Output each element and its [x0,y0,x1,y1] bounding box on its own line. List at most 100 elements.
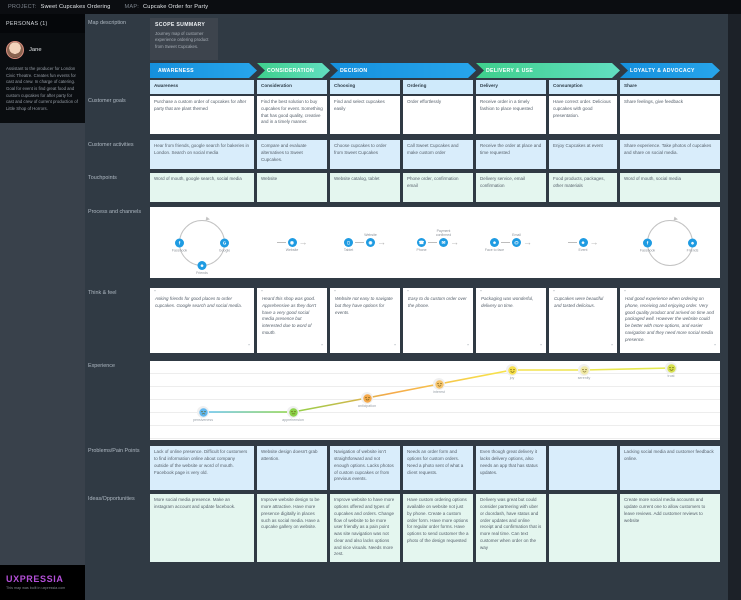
open-quote-icon: “ [480,290,482,296]
problem-card[interactable] [549,446,617,491]
email-confirmation-icon: ✉ [439,238,448,247]
open-quote-icon: “ [154,290,156,296]
problem-card[interactable]: Lack of online presence. Difficult for c… [150,446,254,491]
row-label-customer-activities: Customer activities [88,142,134,148]
emotion-point-apprehension[interactable]: apprehension [282,406,304,422]
think-feel-card[interactable]: “Asking friends for good places to order… [150,288,254,354]
think-feel-text: Asking friends for good places to order … [155,296,243,308]
channel-loop: f Facebook ☻ Friends [640,216,698,266]
problem-card[interactable]: Navigation of website isn't straightforw… [330,446,400,491]
idea-card[interactable]: Improve website design to be more attrac… [257,494,327,563]
journey-map: Map description SCOPE SUMMARY Journey ma… [85,14,728,600]
think-feel-card[interactable]: “Easy to do custom order over the phone.… [403,288,473,354]
activity-card[interactable]: Enjoy Cupcakes at event [549,140,617,169]
touchpoint-card[interactable]: Phone order, confirmation email [403,173,473,202]
process-channels-band[interactable]: f Facebook G Google ☻ Friends [150,207,720,278]
stage-header-row: AWARENESS CONSIDERATION DECISION DELIVER… [150,63,720,78]
emotion-label: interest [433,390,445,395]
substage-choosing[interactable]: Choosing [330,80,400,94]
substage-ordering[interactable]: Ordering [403,80,473,94]
activity-card[interactable]: Call Sweet Cupcakes and make custom orde… [403,140,473,169]
channel-label: Tablet [343,248,354,252]
stage-awareness[interactable]: AWARENESS [150,63,257,78]
substage-awareness[interactable]: Awareness [150,80,254,94]
touchpoint-card[interactable]: Website catalog, tablet [330,173,400,202]
stage-loyalty-advocacy[interactable]: LOYALTY & ADVOCACY [620,63,720,78]
stage-decision[interactable]: DECISION [330,63,476,78]
scope-summary-card[interactable]: SCOPE SUMMARY Journey map of customer ex… [150,18,218,60]
substage-share[interactable]: Share [620,80,720,94]
goal-card[interactable]: Find and select cupcakes easily [330,96,400,134]
emotion-point-serenity[interactable]: serenity [578,364,590,380]
activity-card[interactable]: Share experience. Take photos of cupcake… [620,140,720,169]
idea-card[interactable]: Improve website to have more options off… [330,494,400,563]
problem-card[interactable]: Needs an order form and options for cust… [403,446,473,491]
idea-card[interactable]: Create more social media accounts and up… [620,494,720,563]
channel-label: Payment confirmed [435,228,452,237]
project-title-bar: PROJECT: Sweet Cupcakes Ordering MAP: Cu… [0,0,741,14]
goal-card[interactable]: Find the best solution to buy cupcakes f… [257,96,327,134]
touchpoint-card[interactable]: Delivery service, email confirmation [476,173,546,202]
emotion-label: anticipation [357,404,377,409]
close-quote-icon: ” [611,343,613,350]
problem-card[interactable]: Even though great delivery it lacks deli… [476,446,546,491]
channel-label: Friends [686,248,699,252]
touchpoint-card[interactable]: Website [257,173,327,202]
idea-card[interactable]: Delivery was great but could consider pa… [476,494,546,563]
substage-delivery[interactable]: Delivery [476,80,546,94]
think-feel-card[interactable]: “Had good experience when ordering on ph… [620,288,720,354]
problem-card[interactable]: Lacking social media and customer feedba… [620,446,720,491]
row-label-map-description: Map description [88,20,127,26]
event-icon: ☻ [578,238,588,247]
activity-card[interactable]: Hear from friends, google search for bak… [150,140,254,169]
goal-card[interactable]: Share feelings, give feedback [620,96,720,134]
stage-consideration[interactable]: CONSIDERATION [257,63,330,78]
emotion-label: serenity [577,376,591,381]
tablet-icon: ▯ [344,238,353,247]
idea-card[interactable]: More social media presence. Make an inst… [150,494,254,563]
think-feel-card[interactable]: “Cupcakes were beautiful and tasted deli… [549,288,617,354]
emotion-point-joy[interactable]: joy [506,364,518,380]
substage-consideration[interactable]: Consideration [257,80,327,94]
touchpoint-card[interactable]: Food products, packages, other materials [549,173,617,202]
flow-arrow-icon: → [377,237,386,247]
stage-delivery-use[interactable]: DELIVERY & USE [476,63,620,78]
row-label-ideas: Ideas/Opportunities [88,496,135,503]
map-label: MAP: [124,4,140,10]
loop-arrowhead-icon [205,216,210,221]
goal-card[interactable]: Have correct order. Delicious cupcakes w… [549,96,617,134]
activity-card[interactable]: Choose cupcakes to order from Sweet Cupc… [330,140,400,169]
channel-loop: f Facebook G Google ☻ Friends [172,216,230,275]
idea-card[interactable]: Have custom ordering options available o… [403,494,473,563]
goal-card[interactable]: Order effortlessly [403,96,473,134]
emotion-point-trust[interactable]: trust [665,362,677,378]
touchpoint-card[interactable]: Word of mouth, google search, social med… [150,173,254,202]
row-label-problems: Problems/Pain Points [88,448,140,455]
idea-card[interactable] [549,494,617,563]
goal-card[interactable]: Receive order in a timely fashion to pla… [476,96,546,134]
close-quote-icon: ” [540,343,542,350]
emotion-point-pensiveness[interactable]: pensiveness [193,406,213,422]
think-feel-card[interactable]: “Heard this shop was good. Apprehensive … [257,288,327,354]
emotion-point-anticipation[interactable]: anticipation [358,392,376,408]
problem-card[interactable]: Website design doesn't grab attention. [257,446,327,491]
think-feel-text: Cupcakes were beautiful and tasted delic… [554,296,604,308]
experience-curve-band[interactable]: pensiveness apprehension anticipation in… [150,361,720,441]
channel-label: Website [285,248,299,252]
channel-label: Website [364,232,377,237]
open-quote-icon: “ [624,290,626,296]
think-feel-text: Website not easy to navigate but they ha… [335,296,393,315]
persona-avatar[interactable] [6,41,24,59]
substage-consumption[interactable]: Consumption [549,80,617,94]
think-feel-card[interactable]: “Website not easy to navigate but they h… [330,288,400,354]
goal-card[interactable]: Purchase a custom order of cupcakes for … [150,96,254,134]
phone-icon: ☎ [417,238,426,247]
close-quote-icon: ” [714,343,716,350]
touchpoint-card[interactable]: Word of mouth, social media [620,173,720,202]
emotion-point-interest[interactable]: interest [433,378,445,394]
map-name: Cupcake Order for Party [143,4,209,10]
think-feel-card[interactable]: “Packaging was wonderful, delivery on ti… [476,288,546,354]
activity-card[interactable]: Receive the order at place and time requ… [476,140,546,169]
activity-card[interactable]: Compare and evaluate alternatives to Swe… [257,140,327,169]
persona-card[interactable]: Jane Assistant to the producer for Londo… [0,33,85,123]
